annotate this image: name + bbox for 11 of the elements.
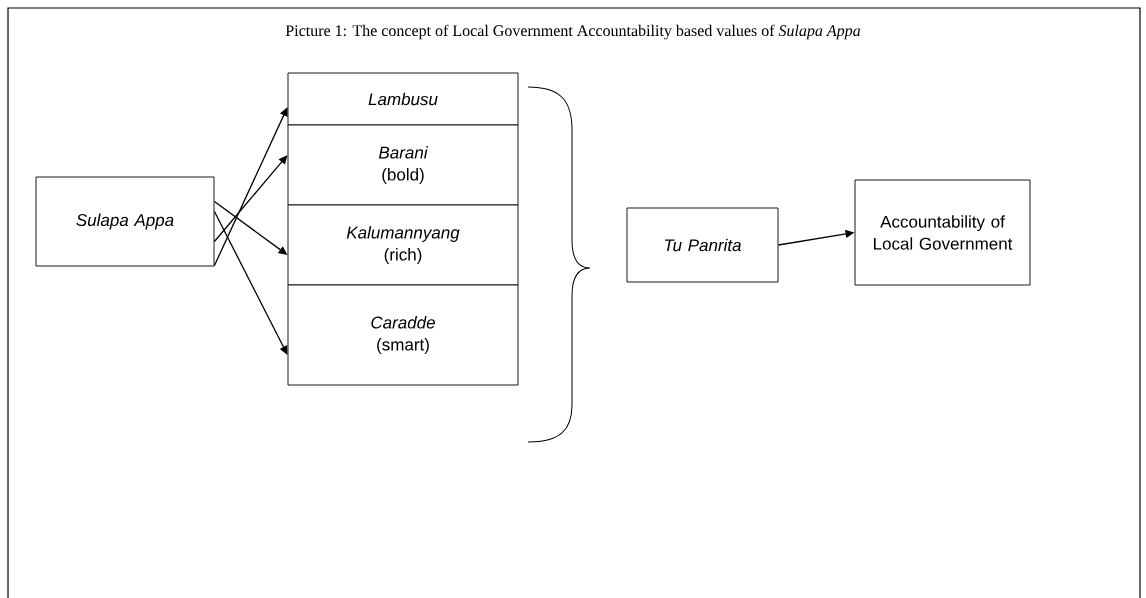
- title: Picture 1: The concept of Local Government Accountability based values of Sulapa Appa: [285, 24, 861, 40]
- arrow: [213, 155, 288, 243]
- text-box: Sulapa Appa: [35, 176, 215, 267]
- arrow: [213, 210, 288, 355]
- text-box: Barani (bold): [287, 124, 519, 206]
- text-box: Caradde (smart): [287, 284, 519, 386]
- text-box: Lambusu: [287, 72, 519, 126]
- arrow: [213, 107, 288, 267]
- text-box: Tu Panrita: [626, 207, 779, 283]
- text-box: Accountability of Local Government: [854, 179, 1031, 286]
- text-box: Kalumannyang (rich): [287, 204, 519, 286]
